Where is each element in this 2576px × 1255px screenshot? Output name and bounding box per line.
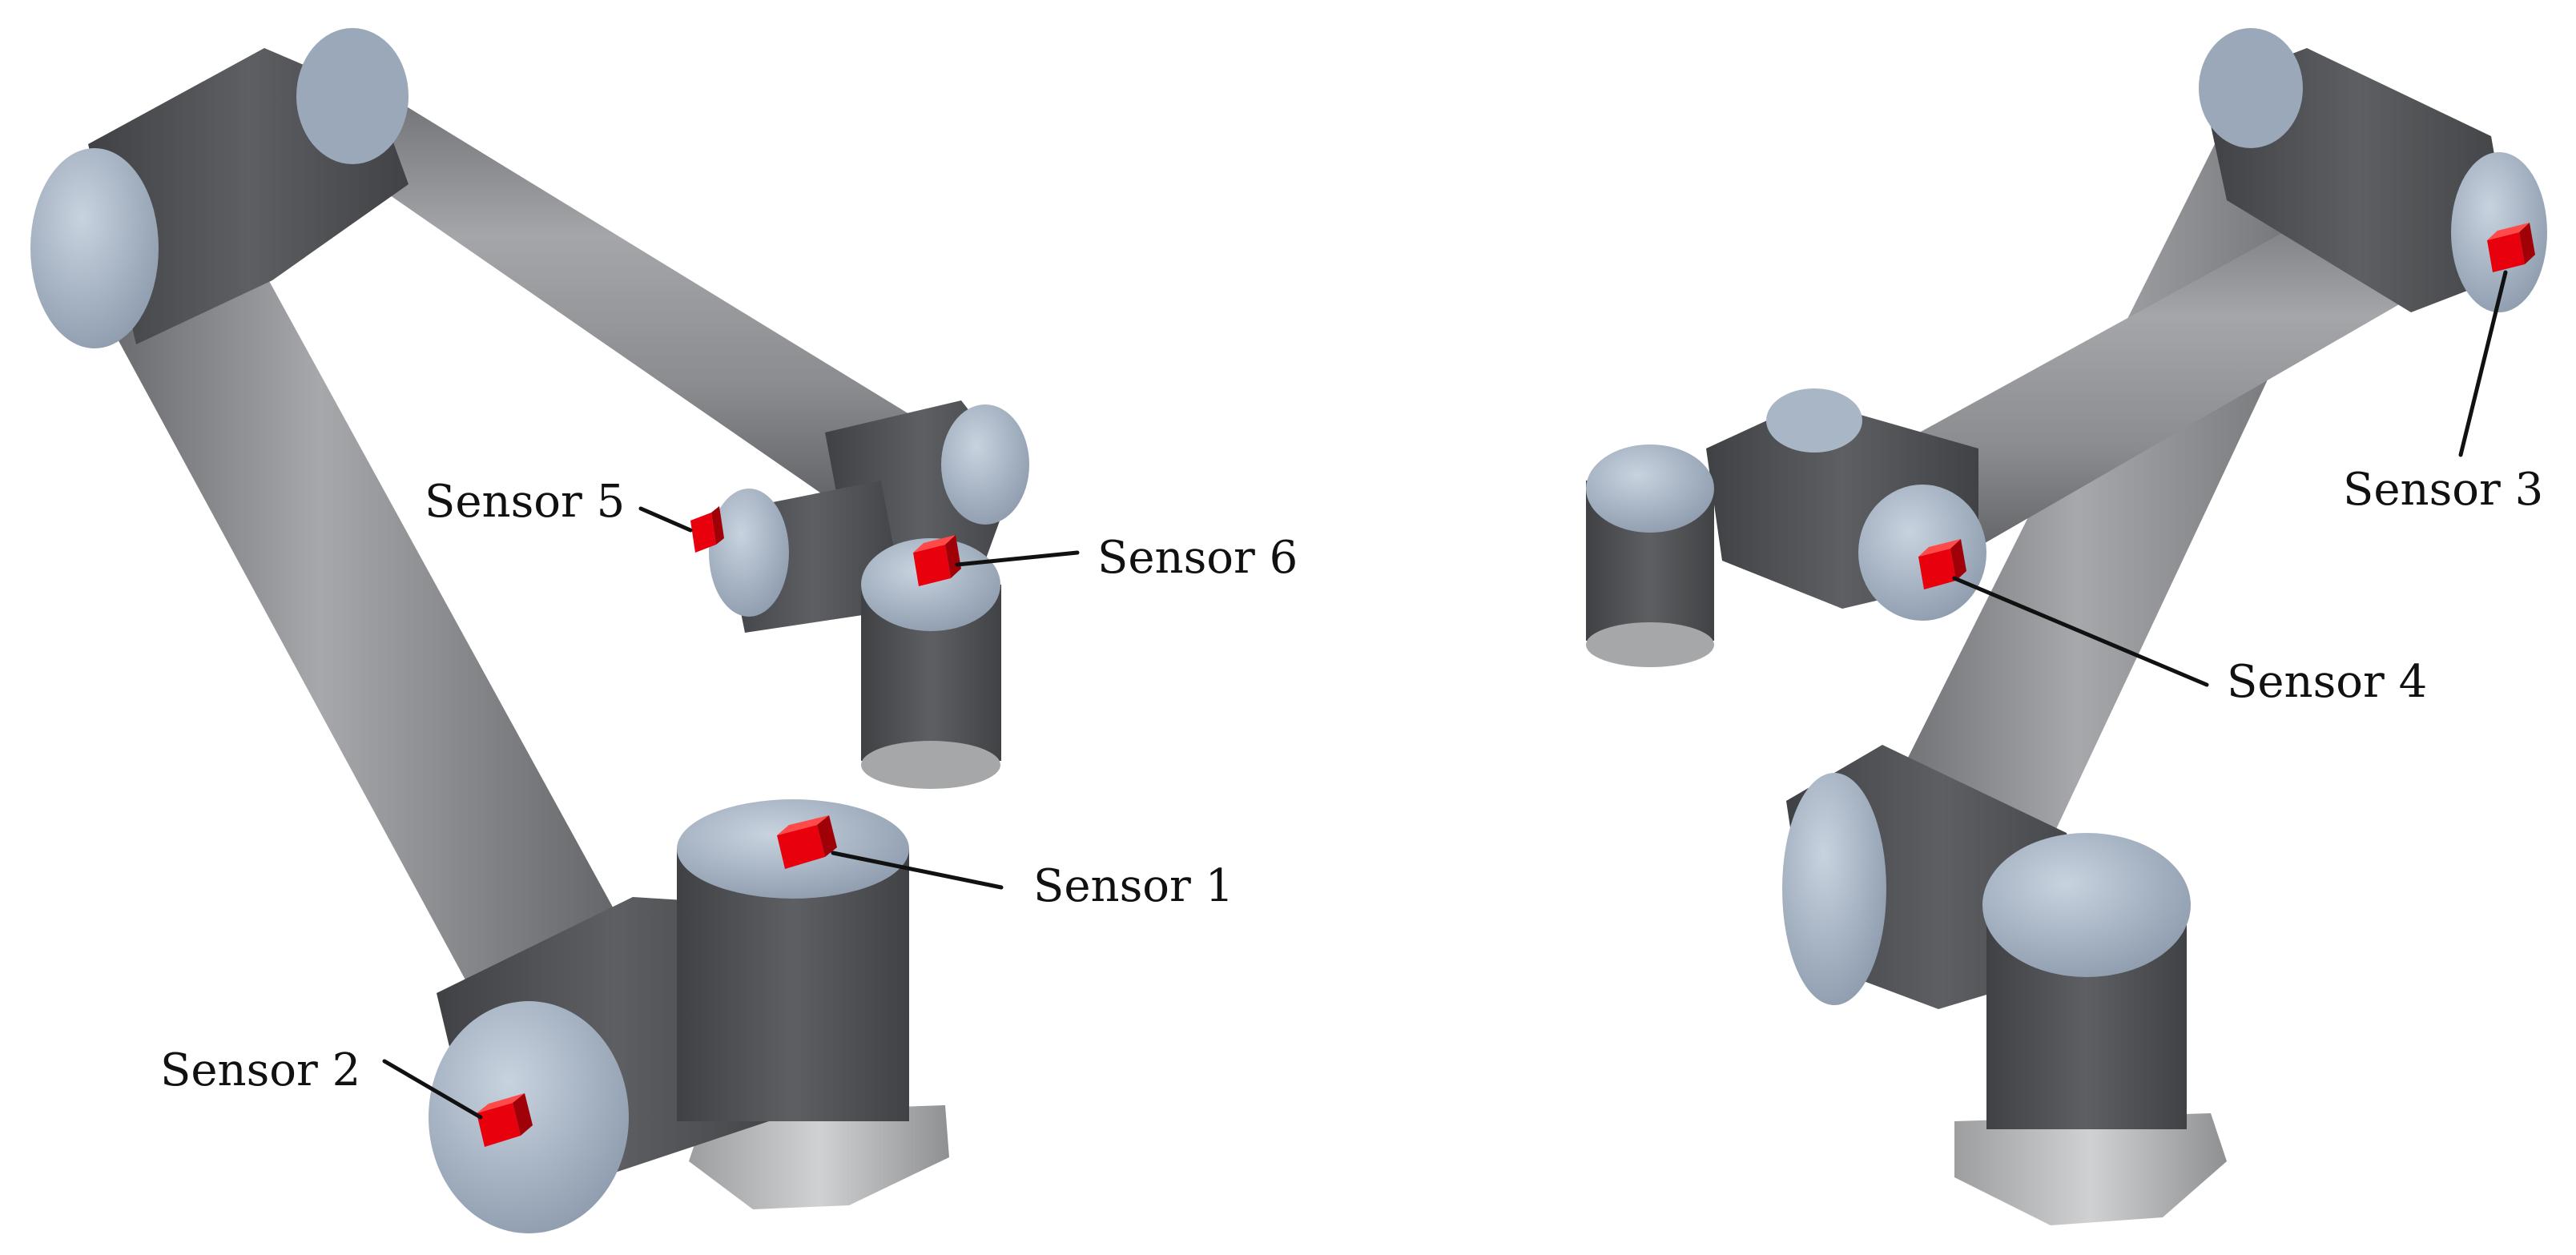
robot-arm-left-view [30,28,1029,1233]
elbow-cap [30,148,159,348]
upper-arm-tube [304,88,913,513]
base-plate [1954,1113,2227,1225]
shoulder-cap [1782,773,1886,1005]
tool-flange [1586,622,1714,667]
lower-arm-tube [116,272,625,993]
sensor-6-label: Sensor 6 [1097,532,1298,584]
sensor-1-leader [831,851,1004,890]
wrist-cap-3 [861,538,1000,631]
elbow-cap-rear [296,28,409,164]
wrist-cap-2 [1766,388,1862,453]
sensor-6-leader [955,550,1080,567]
sensor-labels: Sensor 1 Sensor 2 Sensor 3 Sensor 4 Sens… [160,464,2543,1096]
wrist-cap-1 [1858,485,1986,621]
wrist-cap-1 [941,404,1029,525]
wrist-cap-2 [709,489,789,617]
base-top-cap [1982,833,2191,977]
sensor-5-label: Sensor 5 [425,476,625,528]
sensor-4-leader [1952,576,2209,687]
sensor-4-marker [1918,539,1966,589]
sensor-3-leader [2458,270,2508,457]
upper-arm-tube [1890,184,2427,561]
sensor-4-label: Sensor 4 [2227,656,2427,708]
sensor-3-label: Sensor 3 [2343,464,2543,516]
sensor-5-marker [690,506,724,553]
sensor-2-marker [477,1093,533,1147]
sensor-1-label: Sensor 1 [1033,860,1234,912]
sensor-2-label: Sensor 2 [160,1044,360,1096]
sensor-6-marker [913,535,961,586]
wrist-cap-3 [1586,444,1714,533]
tool-flange [861,741,1000,789]
sensor-1-marker [777,815,837,869]
elbow-cap-rear [2199,28,2303,148]
leader-lines [382,270,2508,1120]
sensor-2-leader [382,1059,483,1120]
robot-arm-right-view [1586,28,2547,1225]
sensor-markers [477,223,2535,1147]
sensor-5-leader [638,506,693,533]
base-plate [689,1105,949,1209]
sensor-3-marker [2487,223,2535,272]
